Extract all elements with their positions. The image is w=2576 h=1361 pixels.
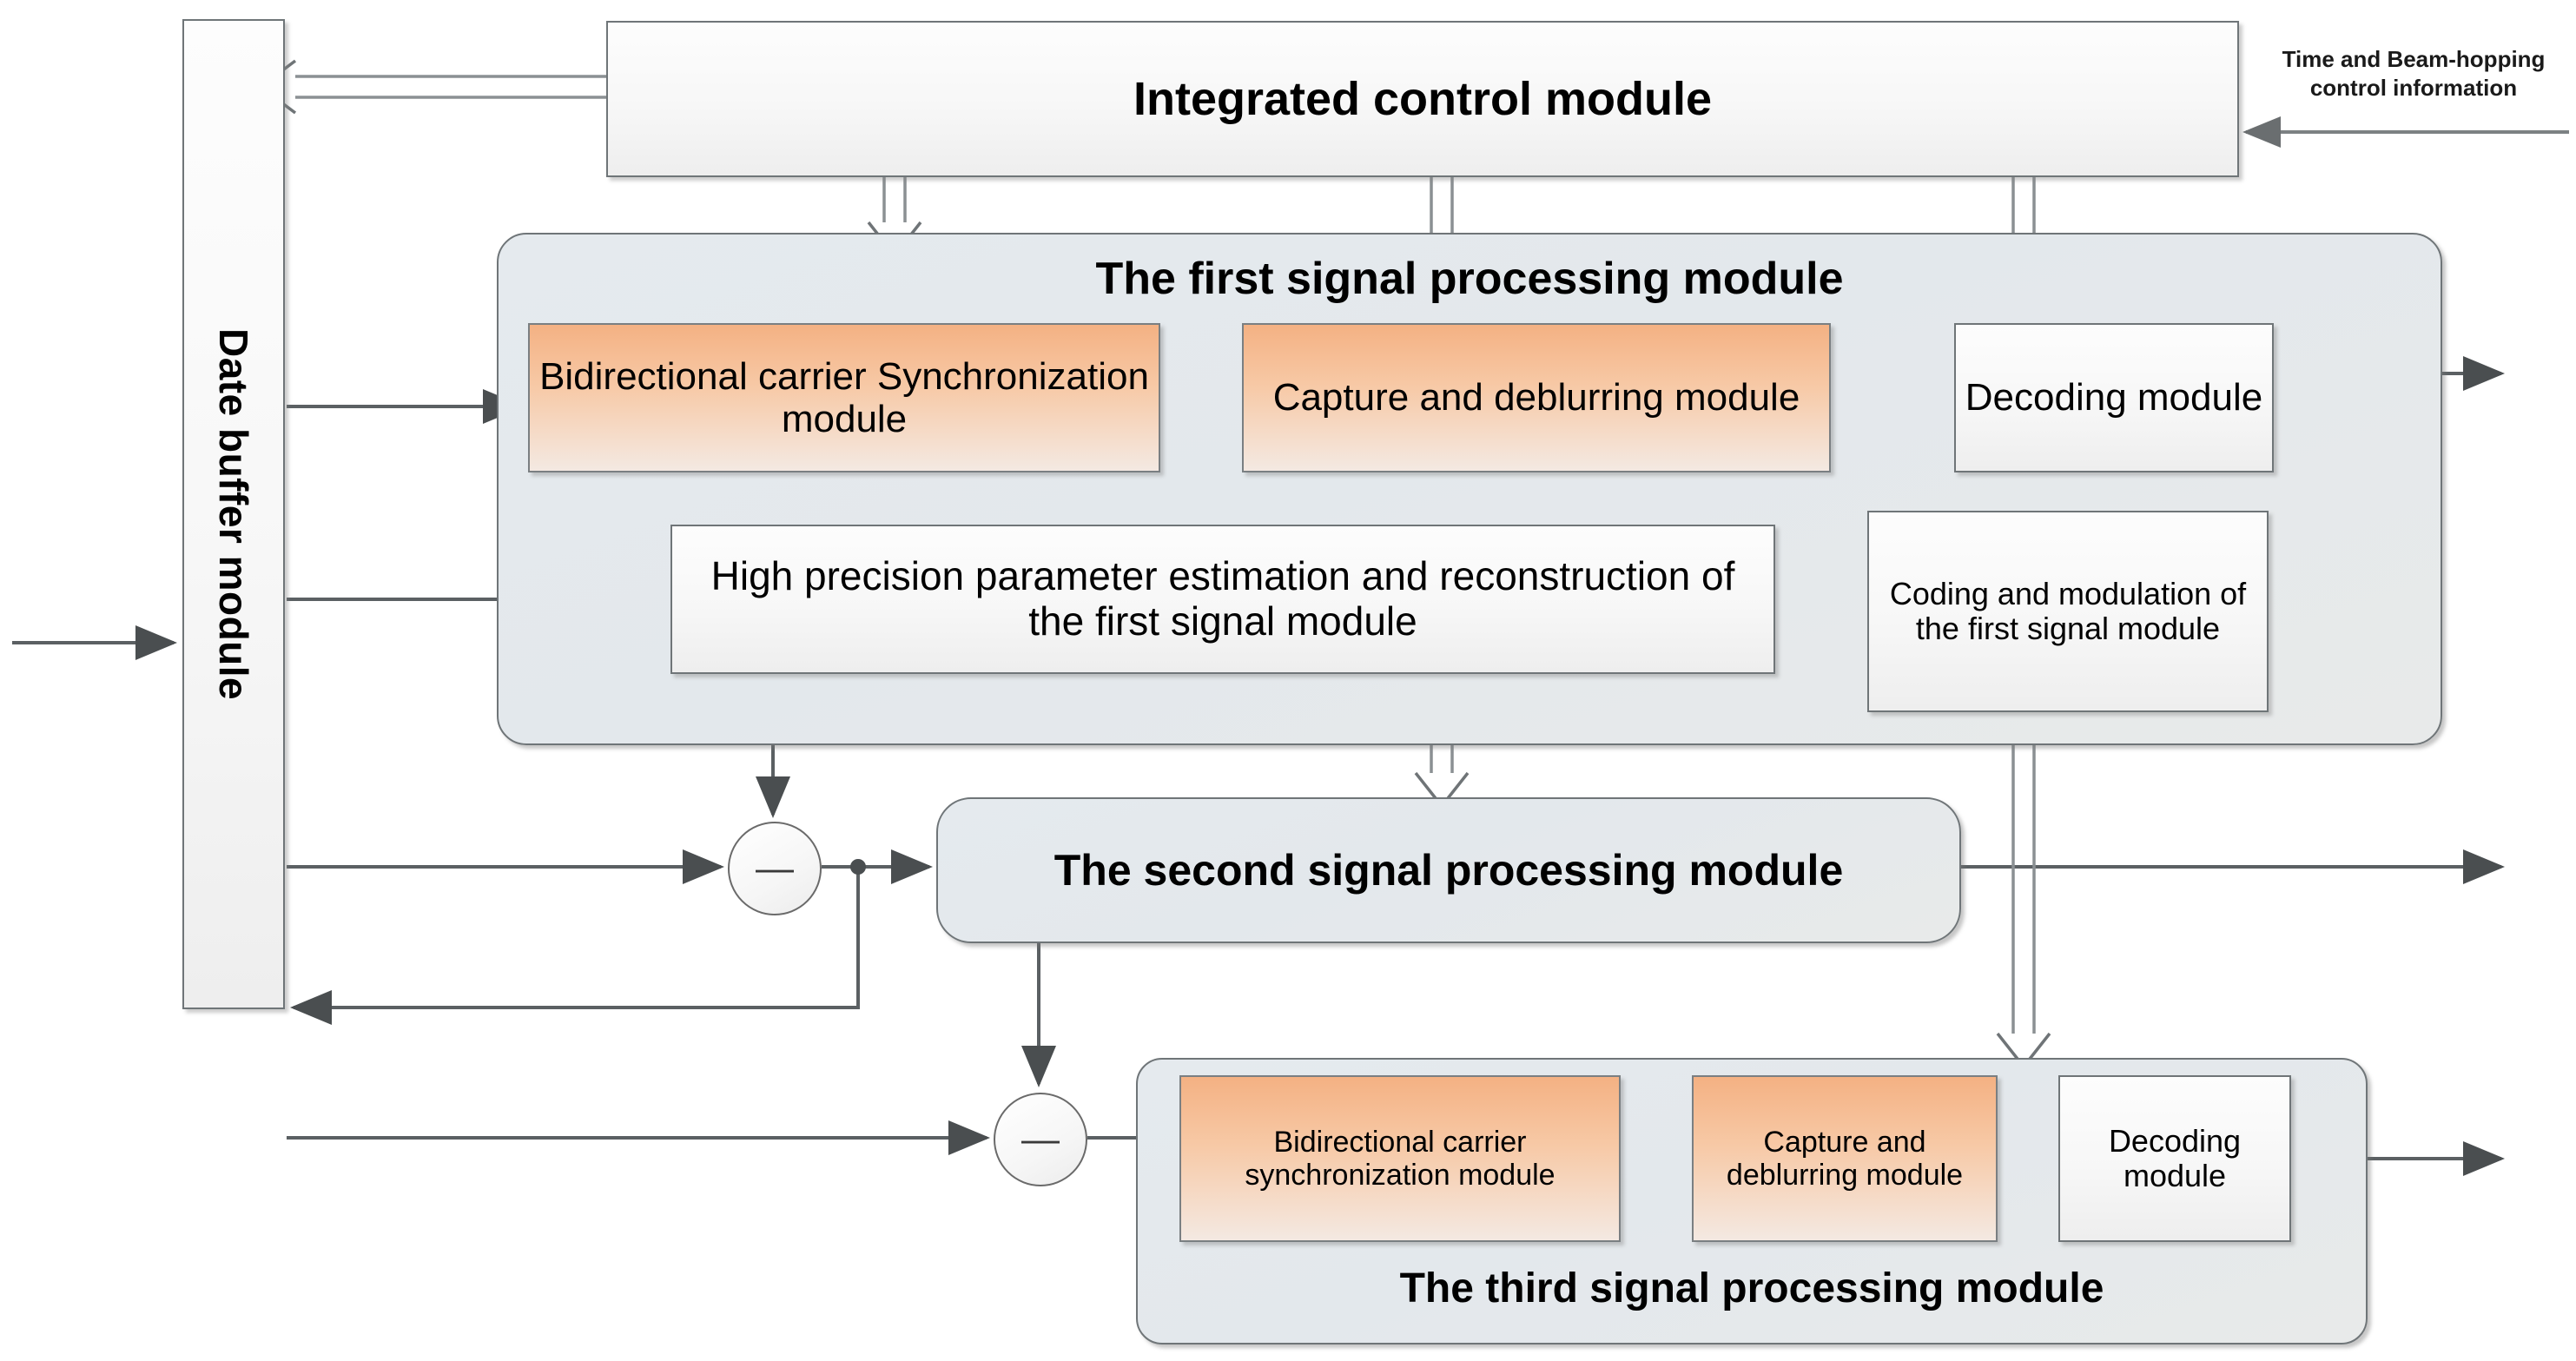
integrated-control-module[interactable]: Integrated control module	[606, 21, 2239, 177]
first-bidirectional-carrier-sync-module[interactable]: Bidirectional carrier Synchronization mo…	[528, 323, 1160, 472]
high-precision-parameter-estimation-module-label: High precision parameter estimation and …	[710, 553, 1735, 644]
third-signal-processing-module-title: The third signal processing module	[1399, 1265, 2104, 1311]
block-arrow-ctrl-to-m1-shaft	[882, 177, 907, 222]
first-bidirectional-carrier-sync-module-label: Bidirectional carrier Synchronization mo…	[539, 354, 1149, 440]
coding-modulation-first-signal-module[interactable]: Coding and modulation of the first signa…	[1867, 511, 2269, 712]
third-bidirectional-carrier-sync-module[interactable]: Bidirectional carrier synchronization mo…	[1179, 1075, 1621, 1242]
third-bidirectional-carrier-sync-module-label: Bidirectional carrier synchronization mo…	[1245, 1125, 1556, 1192]
first-decoding-module-label: Decoding module	[1965, 376, 2263, 420]
block-arrow-ctrl-to-buffer-shaft	[295, 75, 618, 99]
date-buffer-module-label: Date buffer module	[211, 327, 256, 701]
high-precision-parameter-estimation-module[interactable]: High precision parameter estimation and …	[670, 525, 1775, 674]
first-capture-deblurring-module[interactable]: Capture and deblurring module	[1242, 323, 1831, 472]
integrated-control-module-label: Integrated control module	[1133, 72, 1713, 125]
date-buffer-module[interactable]: Date buffer module	[182, 19, 285, 1009]
junction-dot-sub1	[850, 859, 866, 875]
control-info-annotation: Time and Beam-hopping control informatio…	[2282, 46, 2546, 101]
first-capture-deblurring-module-label: Capture and deblurring module	[1272, 376, 1800, 420]
first-decoding-module[interactable]: Decoding module	[1954, 323, 2274, 472]
first-signal-processing-module-title: The first signal processing module	[1095, 254, 1844, 304]
second-signal-processing-module[interactable]: The second signal processing module	[936, 797, 1961, 943]
subtractor-1[interactable]: —	[728, 822, 822, 915]
subtractor-2[interactable]: —	[994, 1093, 1087, 1186]
third-capture-deblurring-module[interactable]: Capture and deblurring module	[1692, 1075, 1998, 1242]
second-signal-processing-module-label: The second signal processing module	[1054, 846, 1844, 895]
coding-modulation-first-signal-module-label: Coding and modulation of the first signa…	[1889, 575, 2247, 646]
third-decoding-module[interactable]: Decoding module	[2058, 1075, 2291, 1242]
third-capture-deblurring-module-label: Capture and deblurring module	[1726, 1125, 1964, 1192]
third-decoding-module-label: Decoding module	[2108, 1122, 2242, 1193]
